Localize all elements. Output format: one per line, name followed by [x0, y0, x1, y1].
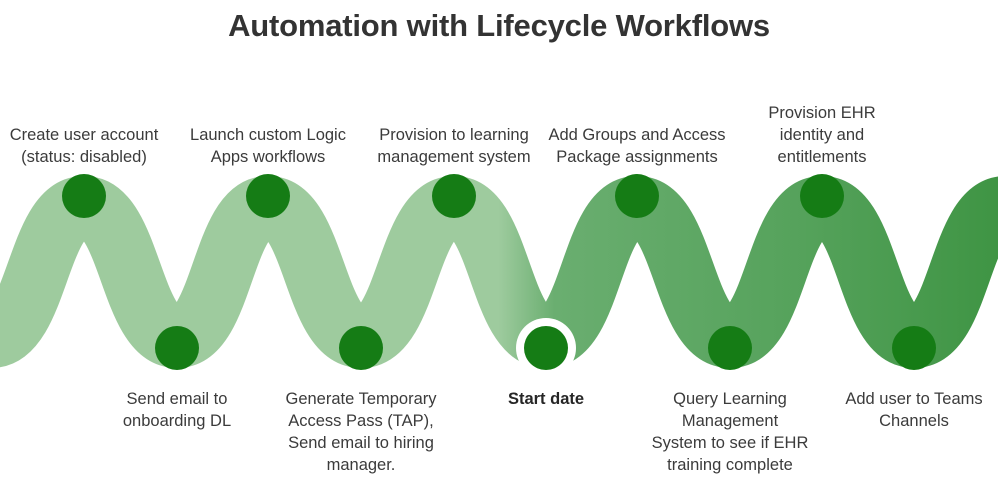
step-label-line: Create user account	[9, 126, 159, 144]
milestone-node-top-3[interactable]	[615, 174, 659, 218]
wave-band	[0, 175, 998, 369]
step-label-line: Access Pass (TAP),	[288, 412, 434, 430]
step-label-line: training complete	[667, 456, 793, 474]
step-label-line: (status: disabled)	[21, 148, 147, 166]
step-label-line: Launch custom Logic	[190, 126, 346, 144]
step-label-line: identity and	[779, 126, 865, 144]
step-label-line: Channels	[879, 412, 949, 430]
step-label-line: Start date	[507, 390, 585, 408]
milestone-node-bottom-3[interactable]	[708, 326, 752, 370]
milestone-node-top-0[interactable]	[62, 174, 106, 218]
step-label-line: System to see if EHR	[651, 434, 809, 452]
step-label-line: management system	[377, 148, 531, 166]
milestone-node-top-4[interactable]	[800, 174, 844, 218]
step-label-top-2: Provision to learning management system	[334, 124, 574, 168]
step-label-bottom-2: Start date	[426, 388, 666, 410]
milestone-node-bottom-0[interactable]	[155, 326, 199, 370]
step-label-top-4: Provision EHR identity and entitlements	[702, 102, 942, 168]
step-label-line: Provision EHR	[768, 104, 876, 122]
wave-band-path	[0, 175, 998, 369]
step-label-line: Add Groups and Access	[548, 126, 726, 144]
step-label-line: entitlements	[777, 148, 867, 166]
step-label-line: Send email to	[126, 390, 228, 408]
step-label-line: Add user to Teams	[845, 390, 983, 408]
milestone-node-bottom-1[interactable]	[339, 326, 383, 370]
step-label-line: Query Learning	[673, 390, 787, 408]
step-label-line: Package assignments	[556, 148, 718, 166]
step-label-line: Generate Temporary	[285, 390, 437, 408]
start-date-node[interactable]	[524, 326, 568, 370]
step-label-bottom-0: Send email to onboarding DL	[57, 388, 297, 432]
step-label-line: Provision to learning	[379, 126, 529, 144]
step-label-line: Send email to hiring	[288, 434, 434, 452]
step-label-line: onboarding DL	[122, 412, 232, 430]
step-label-line: manager.	[326, 456, 396, 474]
step-label-line: Apps workflows	[210, 148, 326, 166]
milestone-node-top-2[interactable]	[432, 174, 476, 218]
step-label-top-0: Create user account (status: disabled)	[0, 124, 204, 168]
milestone-node-top-1[interactable]	[246, 174, 290, 218]
page-title: Automation with Lifecycle Workflows	[228, 8, 770, 43]
milestone-nodes	[62, 174, 936, 378]
milestone-node-bottom-4[interactable]	[892, 326, 936, 370]
step-label-line: Management	[681, 412, 779, 430]
